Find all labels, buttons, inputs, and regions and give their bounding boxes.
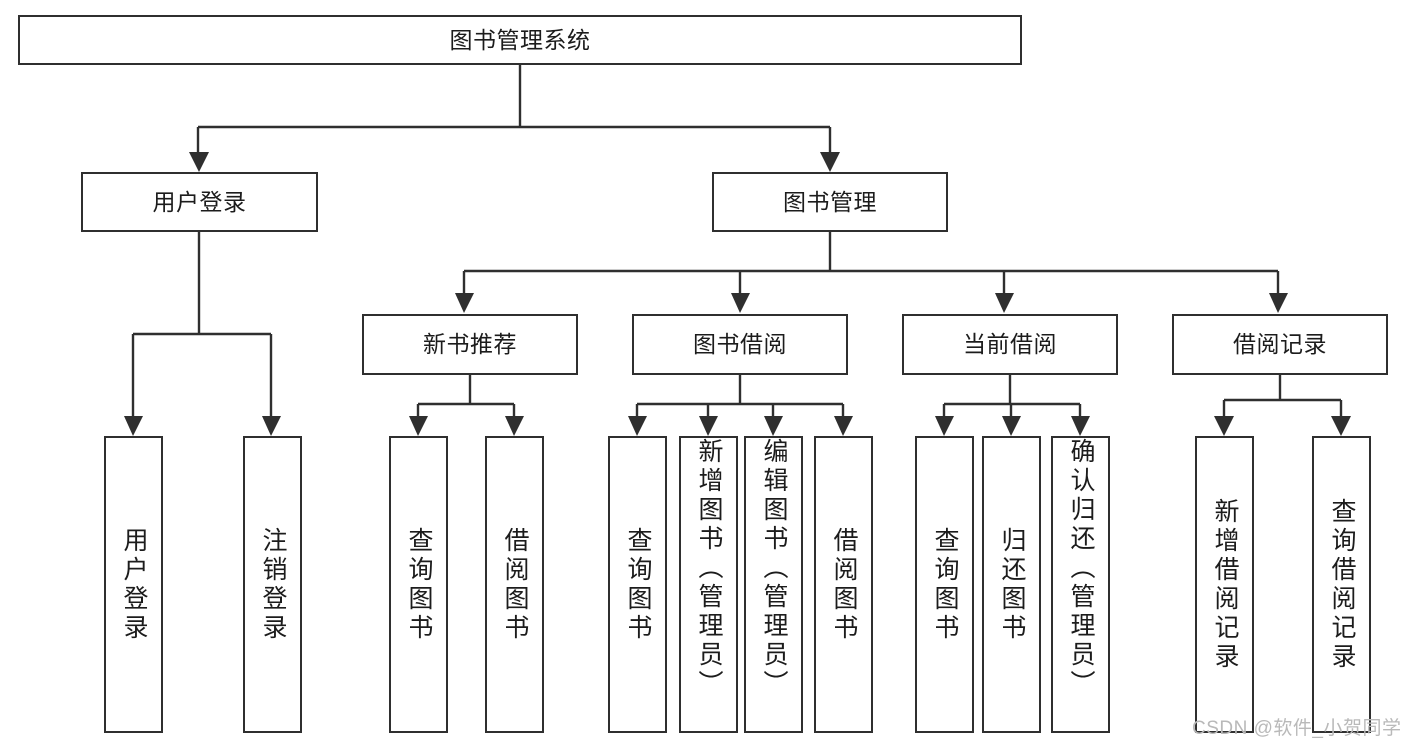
node-leaf-query-book-2[interactable]: 查询图书 — [608, 436, 667, 733]
node-leaf-query-record[interactable]: 查询借阅记录 — [1312, 436, 1371, 733]
node-book-manage-label: 图书管理 — [783, 188, 877, 215]
node-leaf-query-book-3[interactable]: 查询图书 — [915, 436, 974, 733]
node-borrow-record[interactable]: 借阅记录 — [1172, 314, 1388, 375]
node-book-manage[interactable]: 图书管理 — [712, 172, 948, 232]
node-leaf-edit-book[interactable]: 编辑图书（管理员） — [744, 436, 803, 733]
node-leaf-edit-book-label: 编辑图书（管理员） — [760, 438, 788, 699]
arrowheads — [124, 152, 1351, 436]
node-leaf-query-book-1[interactable]: 查询图书 — [389, 436, 448, 733]
node-leaf-borrow-book-2-label: 借阅图书 — [830, 526, 858, 643]
node-book-borrow[interactable]: 图书借阅 — [632, 314, 848, 375]
node-leaf-add-record-label: 新增借阅记录 — [1211, 497, 1239, 672]
node-book-borrow-label: 图书借阅 — [693, 331, 787, 358]
node-leaf-add-book[interactable]: 新增图书（管理员） — [679, 436, 738, 733]
node-root-label: 图书管理系统 — [449, 26, 591, 53]
node-leaf-add-record[interactable]: 新增借阅记录 — [1195, 436, 1254, 733]
node-new-book-recommend-label: 新书推荐 — [423, 331, 517, 358]
node-leaf-logout-login-label: 注销登录 — [259, 526, 287, 643]
node-leaf-query-book-2-label: 查询图书 — [624, 526, 652, 643]
node-leaf-query-record-label: 查询借阅记录 — [1328, 497, 1356, 672]
node-leaf-add-book-label: 新增图书（管理员） — [695, 438, 723, 699]
node-leaf-logout-login[interactable]: 注销登录 — [243, 436, 302, 733]
node-new-book-recommend[interactable]: 新书推荐 — [362, 314, 578, 375]
node-leaf-return-book[interactable]: 归还图书 — [982, 436, 1041, 733]
node-leaf-borrow-book-1[interactable]: 借阅图书 — [485, 436, 544, 733]
node-leaf-user-login[interactable]: 用户登录 — [104, 436, 163, 733]
node-user-login[interactable]: 用户登录 — [81, 172, 318, 232]
node-user-login-label: 用户登录 — [152, 188, 247, 215]
node-leaf-user-login-label: 用户登录 — [120, 526, 148, 643]
watermark-text: CSDN @软件_小贺同学 — [1192, 718, 1402, 739]
node-root[interactable]: 图书管理系统 — [18, 15, 1022, 65]
node-leaf-query-book-1-label: 查询图书 — [405, 526, 433, 643]
node-leaf-borrow-book-2[interactable]: 借阅图书 — [814, 436, 873, 733]
node-leaf-borrow-book-1-label: 借阅图书 — [501, 526, 529, 643]
node-current-borrow[interactable]: 当前借阅 — [902, 314, 1118, 375]
node-leaf-query-book-3-label: 查询图书 — [931, 526, 959, 643]
node-leaf-return-book-label: 归还图书 — [998, 526, 1026, 643]
node-leaf-confirm-return-label: 确认归还（管理员） — [1067, 438, 1095, 699]
node-leaf-confirm-return[interactable]: 确认归还（管理员） — [1051, 436, 1110, 733]
node-current-borrow-label: 当前借阅 — [963, 331, 1057, 358]
node-borrow-record-label: 借阅记录 — [1233, 331, 1327, 358]
